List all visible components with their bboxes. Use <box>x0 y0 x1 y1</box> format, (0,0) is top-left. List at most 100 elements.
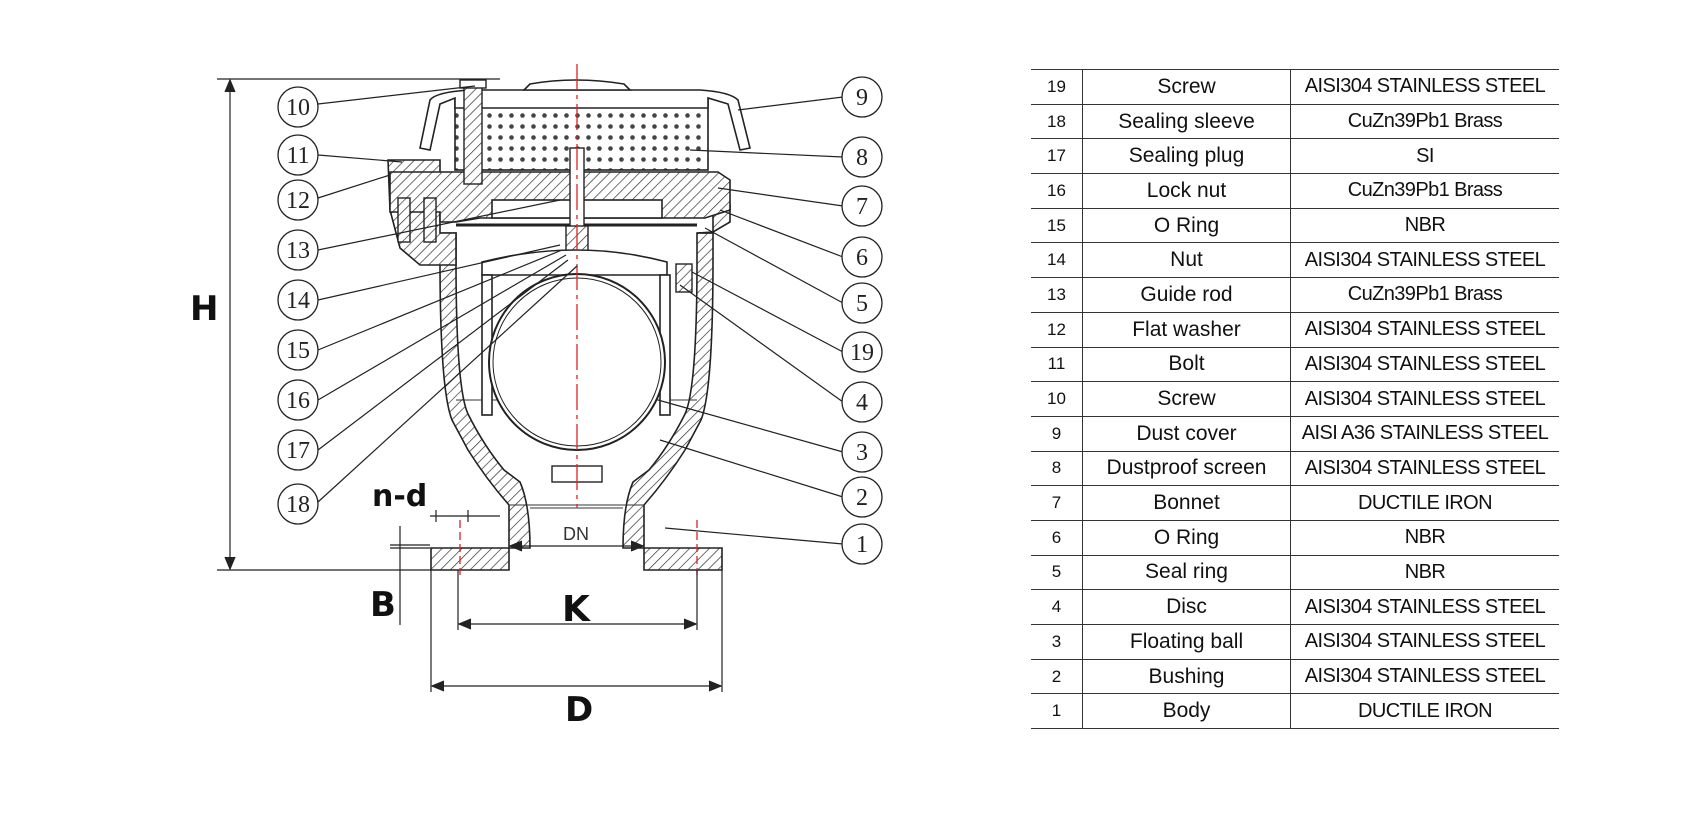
part-material: AISI304 STAINLESS STEEL <box>1290 659 1559 695</box>
svg-text:11: 11 <box>286 143 309 169</box>
callout-7: 7 <box>841 185 883 227</box>
callout-10: 10 <box>277 86 319 128</box>
part-name: Flat washer <box>1082 312 1291 348</box>
part-material: NBR <box>1290 520 1559 556</box>
part-name: Guide rod <box>1082 277 1291 313</box>
callout-3: 3 <box>841 431 883 473</box>
part-name: O Ring <box>1082 520 1291 556</box>
svg-text:17: 17 <box>286 438 310 464</box>
callout-6: 6 <box>841 236 883 278</box>
part-material: CuZn39Pb1 Brass <box>1290 277 1559 313</box>
svg-text:7: 7 <box>856 194 868 220</box>
svg-text:15: 15 <box>286 338 310 364</box>
callout-5: 5 <box>841 282 883 324</box>
callout-12: 12 <box>277 179 319 221</box>
part-number: 12 <box>1031 312 1083 348</box>
svg-text:9: 9 <box>856 85 868 111</box>
svg-text:14: 14 <box>286 288 310 314</box>
part-name: Bushing <box>1082 659 1291 695</box>
callout-14: 14 <box>277 279 319 321</box>
svg-text:13: 13 <box>286 238 310 264</box>
part-name: Body <box>1082 693 1291 730</box>
part-material: SI <box>1290 138 1559 175</box>
dust-cover <box>419 79 751 151</box>
part-number: 8 <box>1031 451 1083 487</box>
part-name: Nut <box>1082 242 1291 279</box>
part-name: Screw <box>1082 381 1291 417</box>
callout-17: 17 <box>277 429 319 471</box>
part-name: Bonnet <box>1082 485 1291 521</box>
bonnet <box>389 171 731 227</box>
part-name: Dust cover <box>1082 416 1291 452</box>
part-material: DUCTILE IRON <box>1290 693 1559 730</box>
part-number: 6 <box>1031 520 1083 556</box>
callout-1: 1 <box>841 523 883 565</box>
part-name: Sealing sleeve <box>1082 104 1291 140</box>
svg-text:6: 6 <box>856 245 868 271</box>
part-name: Floating ball <box>1082 624 1291 660</box>
part-material: AISI304 STAINLESS STEEL <box>1290 451 1559 487</box>
svg-text:10: 10 <box>286 95 310 121</box>
svg-text:19: 19 <box>850 340 874 366</box>
dim-nd-label: n-d <box>372 479 427 514</box>
part-material: AISI304 STAINLESS STEEL <box>1290 242 1559 279</box>
part-name: O Ring <box>1082 208 1291 244</box>
part-material: NBR <box>1290 208 1559 244</box>
part-material: AISI304 STAINLESS STEEL <box>1290 312 1559 348</box>
part-number: 5 <box>1031 555 1083 591</box>
part-material: DUCTILE IRON <box>1290 485 1559 521</box>
callout-11: 11 <box>277 134 319 176</box>
dim-DN-label: DN <box>563 524 589 544</box>
dim-K-label: K <box>562 589 591 630</box>
part-number: 11 <box>1031 347 1083 383</box>
callout-18: 18 <box>277 483 319 525</box>
part-name: Disc <box>1082 589 1291 625</box>
part-material: AISI304 STAINLESS STEEL <box>1290 347 1559 383</box>
svg-text:12: 12 <box>286 188 310 214</box>
part-material: CuZn39Pb1 Brass <box>1290 173 1559 209</box>
part-number: 2 <box>1031 659 1083 695</box>
dim-B-label: B <box>370 585 396 625</box>
callout-19: 19 <box>841 331 883 373</box>
dim-D-label: D <box>565 690 593 730</box>
part-number: 15 <box>1031 208 1083 244</box>
part-number: 17 <box>1031 138 1083 175</box>
part-material: AISI304 STAINLESS STEEL <box>1290 624 1559 660</box>
part-material: AISI304 STAINLESS STEEL <box>1290 69 1559 105</box>
part-number: 7 <box>1031 485 1083 521</box>
part-number: 9 <box>1031 416 1083 452</box>
callout-15: 15 <box>277 329 319 371</box>
callout-9: 9 <box>841 76 883 118</box>
part-number: 1 <box>1031 693 1083 730</box>
part-name: Dustproof screen <box>1082 451 1291 487</box>
dimension-lines <box>217 78 723 692</box>
part-number: 4 <box>1031 589 1083 625</box>
part-number: 18 <box>1031 104 1083 140</box>
part-material: NBR <box>1290 555 1559 591</box>
svg-text:16: 16 <box>286 388 310 414</box>
part-number: 10 <box>1031 381 1083 417</box>
callout-13: 13 <box>277 229 319 271</box>
part-name: Screw <box>1082 69 1291 105</box>
part-name: Lock nut <box>1082 173 1291 209</box>
disc <box>481 249 671 416</box>
screw-10 <box>459 79 487 185</box>
